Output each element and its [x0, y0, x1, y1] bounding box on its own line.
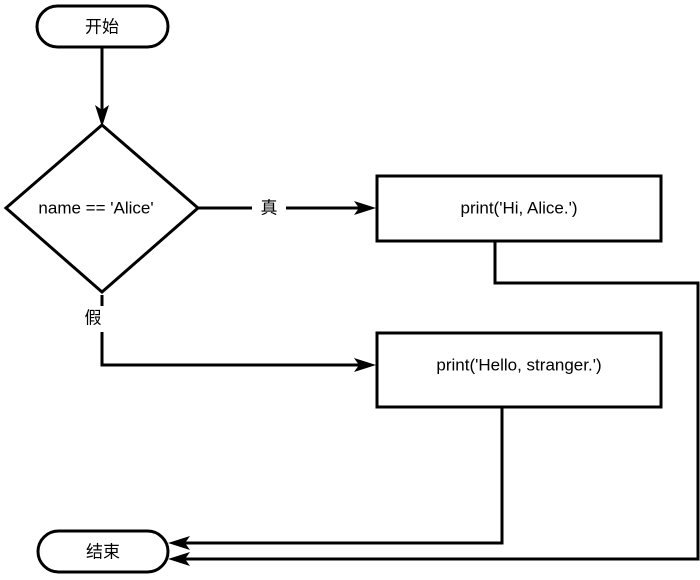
arrowhead-into-print-hi: [354, 201, 376, 215]
node-end[interactable]: 结束: [36, 529, 170, 574]
edge-label-false: 假: [85, 308, 102, 327]
edge-line-hello-end: [178, 408, 504, 545]
edge-label-true-backdrop: [252, 196, 286, 222]
edge-start-to-condition: [95, 47, 109, 127]
edge-print-hello-to-end: [168, 408, 504, 550]
node-print-hi[interactable]: print('Hi, Alice.'): [375, 174, 663, 243]
edge-line-hi-end: [178, 242, 700, 561]
node-condition[interactable]: name == 'Alice': [3, 123, 201, 294]
arrowhead-into-end-lower: [168, 552, 190, 566]
node-condition-label: name == 'Alice': [38, 198, 153, 217]
node-print-hello-label: print('Hello, stranger.'): [436, 355, 601, 374]
node-print-hello[interactable]: print('Hello, stranger.'): [375, 331, 663, 409]
node-start-label: 开始: [85, 17, 119, 36]
edge-label-true: 真: [261, 198, 278, 217]
node-start[interactable]: 开始: [35, 4, 170, 49]
arrowhead-into-print-hello: [354, 358, 376, 372]
node-condition-shape[interactable]: [3, 123, 201, 294]
node-end-shape[interactable]: [36, 529, 170, 574]
node-end-label: 结束: [86, 542, 120, 561]
edge-condition-false-to-print-hello: 假: [76, 295, 376, 372]
arrowhead-into-end-upper: [168, 536, 190, 550]
arrowhead-into-condition: [95, 105, 109, 127]
edge-line-false: [100, 295, 366, 367]
edge-condition-true-to-print-hi: 真: [198, 196, 376, 222]
node-print-hi-label: print('Hi, Alice.'): [460, 198, 577, 217]
node-print-hello-shape[interactable]: [375, 331, 663, 409]
node-start-shape[interactable]: [35, 4, 170, 49]
node-print-hi-shape[interactable]: [375, 174, 663, 243]
edge-label-false-backdrop: [76, 306, 110, 332]
edge-print-hi-to-end: [168, 242, 700, 566]
